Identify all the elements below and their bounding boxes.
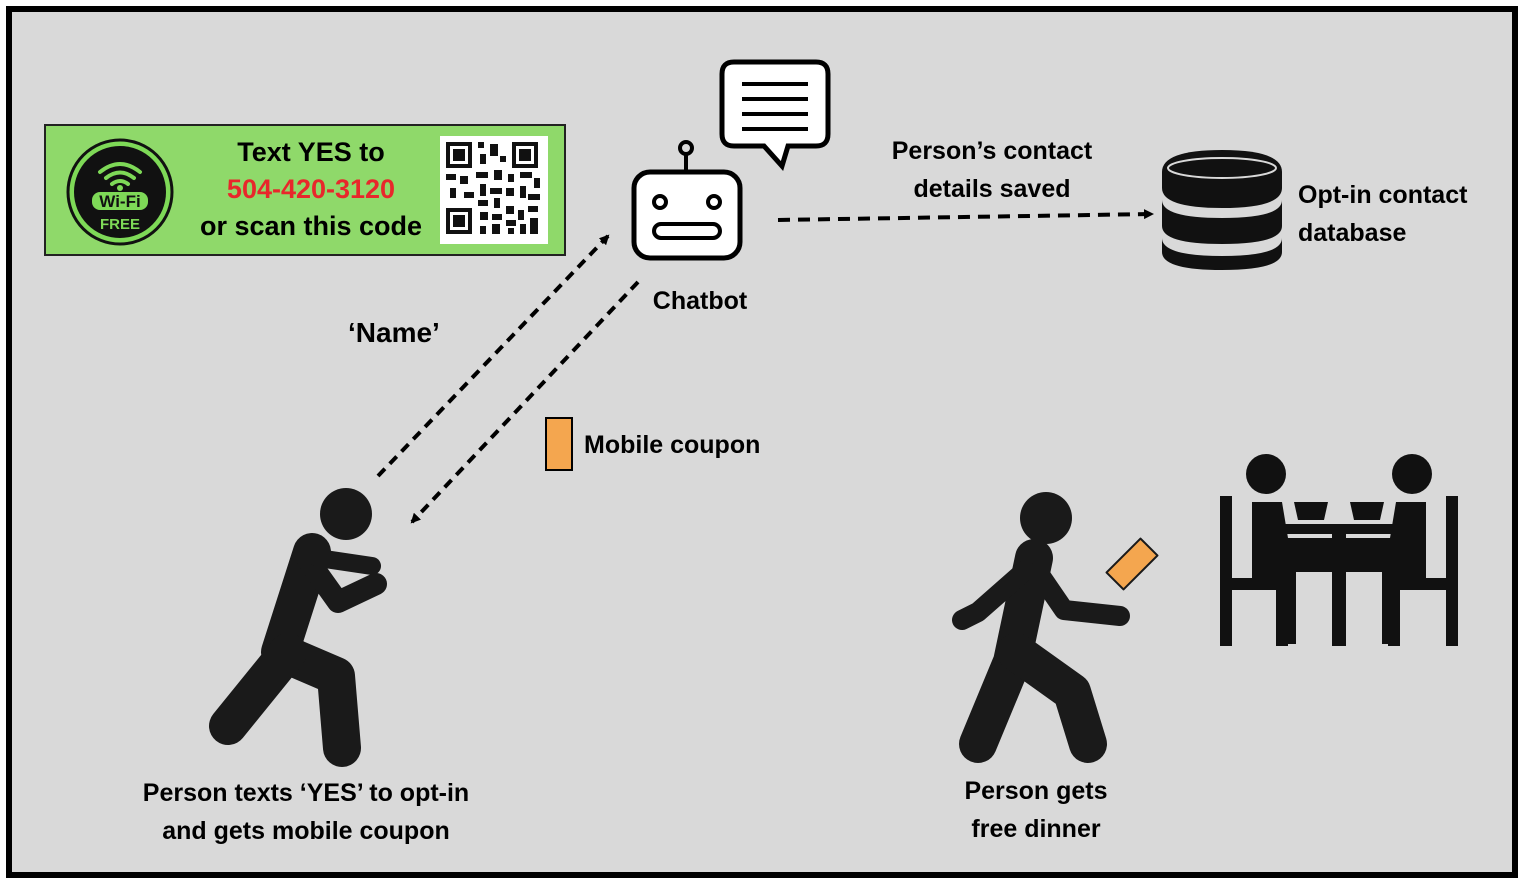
- person-dinner-line-1: Person gets: [964, 777, 1108, 805]
- name-message-label: ‘Name’: [348, 317, 440, 348]
- banner-text: Text YES to 504-420-3120 or scan this co…: [186, 134, 436, 245]
- person-texting-line-1: Person texts ‘YES’ to opt-in: [142, 779, 470, 807]
- person-texting-label: Person texts ‘YES’ to opt-in and gets mo…: [116, 774, 496, 850]
- diagram-frame: Wi-Fi FREE Text YES to 504-420-3120 or s…: [6, 6, 1518, 878]
- database-label: Opt-in contact database: [1298, 176, 1498, 252]
- save-label-line-2: details saved: [913, 175, 1071, 203]
- save-label-line-1: Person’s contact: [891, 137, 1093, 165]
- chatbot-label: Chatbot: [652, 287, 748, 315]
- name-arrow: [376, 234, 610, 478]
- person-dinner-label: Person gets free dinner: [936, 772, 1136, 848]
- optin-banner: Wi-Fi FREE Text YES to 504-420-3120 or s…: [44, 124, 566, 256]
- robot-icon: [631, 140, 743, 261]
- save-arrow: [777, 209, 1154, 222]
- phone-number: 504-420-3120: [226, 174, 396, 204]
- diagram-canvas: [209, 59, 1458, 767]
- coupon-arrow: [410, 280, 640, 524]
- person-walking-icon: [952, 492, 1159, 763]
- wifi-free-badge: Wi-Fi FREE: [66, 138, 174, 246]
- database-icon: [1162, 150, 1282, 270]
- wifi-badge-text: Wi-Fi: [99, 192, 140, 211]
- wifi-icon: [98, 162, 142, 186]
- free-badge-text: FREE: [100, 216, 140, 233]
- save-arrow-label: Person’s contact details saved: [842, 132, 1142, 208]
- database-label-line-1: Opt-in contact: [1298, 181, 1468, 209]
- coupon-icon: [545, 417, 573, 471]
- person-texting-icon: [209, 488, 387, 767]
- qr-code-icon: [440, 136, 548, 244]
- person-dinner-line-2: free dinner: [971, 815, 1101, 843]
- coupon-label: Mobile coupon: [584, 431, 761, 459]
- person-texting-line-2: and gets mobile coupon: [162, 817, 450, 845]
- database-label-line-2: database: [1298, 219, 1407, 247]
- banner-line-1: Text YES to: [237, 137, 385, 167]
- dining-table-icon: [1220, 454, 1458, 646]
- banner-line-3: or scan this code: [199, 211, 423, 241]
- speech-bubble-icon: [719, 59, 831, 171]
